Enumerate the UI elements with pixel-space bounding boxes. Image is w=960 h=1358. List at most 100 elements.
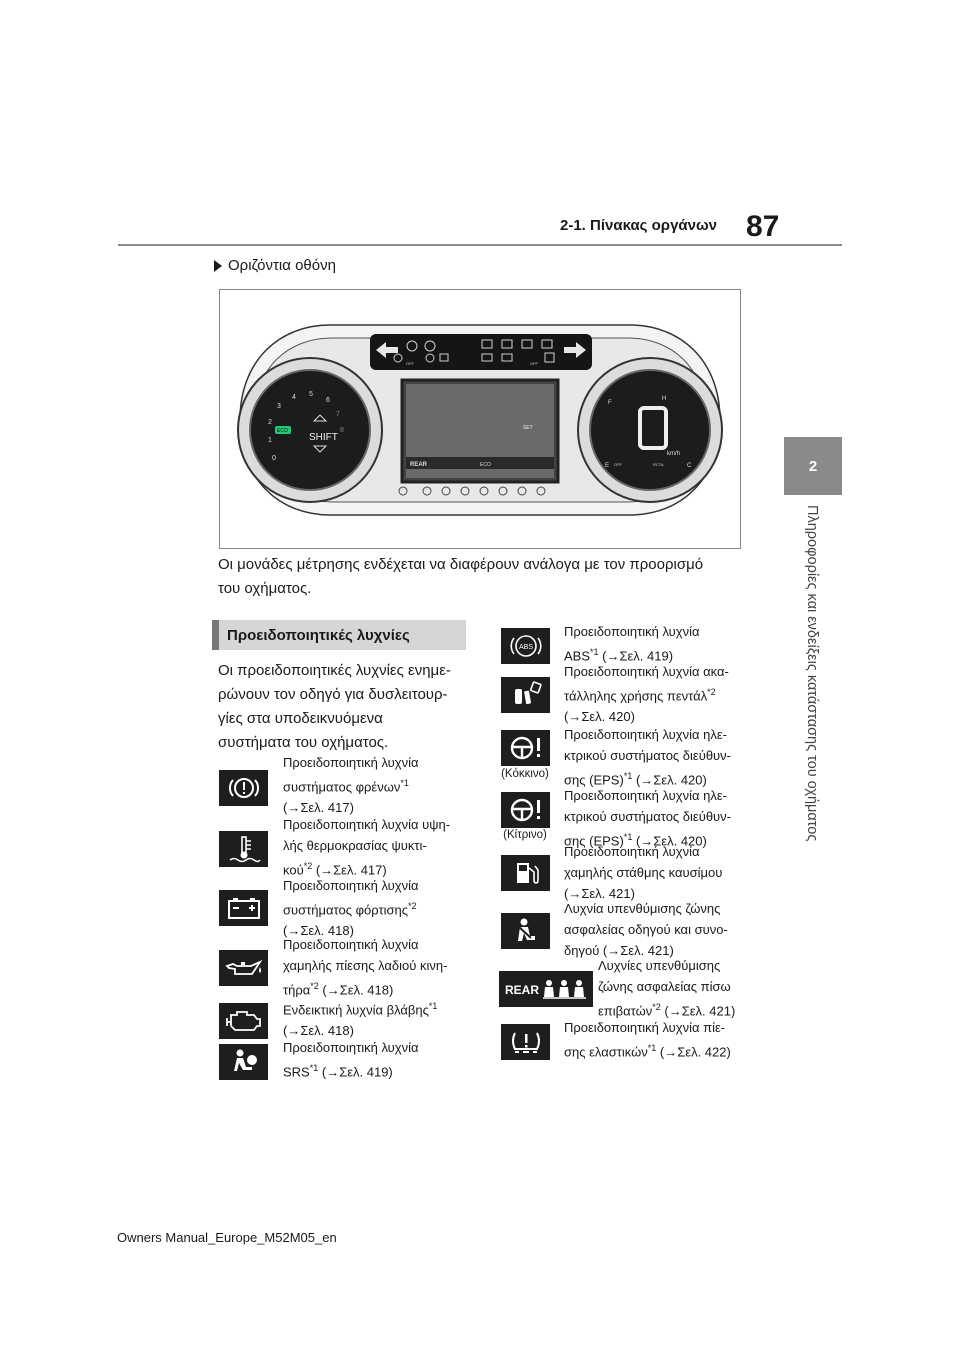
lamp-text-line: (→Σελ. 417) — [283, 800, 354, 816]
lamp-description: Προειδοποιητική λυχνία συστήματος φόρτισ… — [283, 875, 473, 941]
lamp-description: Προειδοποιητική λυχνία ακα- τάλληλης χρή… — [564, 661, 754, 727]
oil-pressure-icon — [219, 950, 268, 986]
temp-hot-text: H — [662, 396, 666, 402]
eps-red-color-label: (Κόκκινο) — [501, 768, 549, 780]
sub-heading-text: Οριζόντια οθόνη — [228, 257, 336, 274]
display-set-text: SET — [523, 425, 533, 431]
caption-line: του οχήματος. — [218, 580, 312, 597]
lamp-text-line: κτρικού συστήματος διεύθυν- — [564, 748, 731, 763]
eps-yellow-icon — [501, 792, 550, 828]
lamp-text-line: Προειδοποιητική λυχνία ακα- — [564, 664, 729, 679]
section-title: 2-1. Πίνακας οργάνων — [560, 217, 717, 234]
rear-seatbelt-rear-text: REAR — [505, 983, 539, 997]
instrument-cluster-illustration: OFF OFF 0 1 2 3 4 5 6 7 8 ECO SHIFT REAR… — [237, 324, 723, 516]
tire-pressure-icon — [501, 1024, 550, 1060]
intro-line: Οι προειδοποιητικές λυχνίες ενημε- — [218, 662, 451, 679]
intro-line: συστήματα του οχήματος. — [218, 734, 389, 751]
lamp-text-line: Προειδοποιητική λυχνία — [564, 624, 700, 639]
speed-unit-text: km/h — [667, 451, 680, 457]
srs-airbag-icon — [219, 1044, 268, 1080]
lamp-description: Ενδεικτική λυχνία βλάβης*1 (→Σελ. 418) — [283, 996, 473, 1041]
eco-indicator — [275, 426, 291, 434]
lamp-text-line: κτρικού συστήματος διεύθυν- — [564, 809, 731, 824]
display-eco-text: ECO — [480, 462, 491, 468]
speed-digit-frame — [638, 406, 668, 450]
lamp-text-line: Προειδοποιητική λυχνία — [283, 878, 419, 893]
footer-manual-id: Owners Manual_Europe_M52M05_en — [117, 1230, 337, 1245]
lamp-text-line: κού*2 (→Σελ. 417) — [283, 861, 387, 878]
lamp-text-line: Λυχνίες υπενθύμισης — [598, 958, 721, 973]
lamp-description: Προειδοποιητική λυχνία χαμηλής στάθμης κ… — [564, 841, 754, 904]
intro-line: γίες στα υποδεικνυόμενα — [218, 710, 383, 727]
lamp-description: Προειδοποιητική λυχνία ηλε- κτρικού συστ… — [564, 724, 754, 790]
lamp-text-line: Προειδοποιητική λυχνία πίε- — [564, 1020, 726, 1035]
tach-number: 0 — [272, 455, 276, 462]
fuel-empty-text: E — [605, 463, 609, 469]
lamp-text-line: Προειδοποιητική λυχνία ηλε- — [564, 727, 727, 742]
shift-label: SHIFT — [309, 432, 338, 443]
eps-yellow-color-label: (Κίτρινο) — [503, 829, 547, 841]
fuel-full-text: F — [608, 400, 612, 406]
lamp-description: Προειδοποιητική λυχνία ηλε- κτρικού συστ… — [564, 785, 754, 851]
lamp-text-line: (→Σελ. 418) — [283, 1023, 354, 1039]
coolant-temperature-icon — [219, 831, 268, 867]
battery-charging-icon — [219, 890, 268, 926]
check-engine-icon — [219, 1003, 268, 1039]
lamp-text-line: Λυχνία υπενθύμισης ζώνης — [564, 901, 721, 916]
temp-cold-text: C — [687, 463, 692, 469]
lamp-text-line: τήρα*2 (→Σελ. 418) — [283, 981, 394, 998]
lamp-text-line: (→Σελ. 420) — [564, 709, 635, 725]
chapter-tab[interactable]: 2 — [784, 437, 842, 495]
instrument-cluster-figure: OFF OFF 0 1 2 3 4 5 6 7 8 ECO SHIFT REAR… — [219, 289, 741, 549]
indicator-off-text: OFF — [406, 361, 415, 366]
intro-paragraph: Οι προειδοποιητικές λυχνίες ενημε- ρώνου… — [218, 659, 478, 755]
lamp-text-line: Προειδοποιητική λυχνία υψη- — [283, 817, 451, 832]
lamp-text-line: Προειδοποιητική λυχνία — [283, 1040, 419, 1055]
lamp-text-line: χαμηλής στάθμης καυσίμου — [564, 865, 723, 880]
lamp-text-line: σης ελαστικών*1 (→Σελ. 422) — [564, 1043, 731, 1060]
eco-gauge-text: ECO — [277, 428, 288, 434]
lamp-description: Προειδοποιητική λυχνία SRS*1 (→Σελ. 419) — [283, 1037, 473, 1082]
lamp-text-line: (→Σελ. 418) — [283, 923, 354, 939]
lamp-text-line: Προειδοποιητική λυχνία ηλε- — [564, 788, 727, 803]
right-turn-signal-icon — [564, 342, 586, 358]
intro-line: ρώνουν τον οδηγό για δυσλειτουρ- — [218, 686, 448, 703]
abs-icon: ABS — [501, 628, 550, 664]
driver-seatbelt-icon — [501, 913, 550, 949]
lamp-text-line: ζώνης ασφαλείας πίσω — [598, 979, 731, 994]
lamp-description: Προειδοποιητική λυχνία ABS*1 (→Σελ. 419) — [564, 621, 754, 666]
lamp-text-line: δηγού (→Σελ. 421) — [564, 943, 674, 958]
lamp-text-line: Προειδοποιητική λυχνία — [283, 755, 419, 770]
tach-number: 3 — [277, 403, 281, 410]
pedal-misapplication-icon — [501, 677, 550, 713]
svg-text:ABS: ABS — [518, 644, 532, 651]
lamp-description: Προειδοποιητική λυχνία πίε- σης ελαστικώ… — [564, 1017, 754, 1062]
low-fuel-icon — [501, 855, 550, 891]
page-number: 87 — [746, 210, 780, 243]
brake-system-icon — [219, 770, 268, 806]
lamp-text-line: σης (EPS)*1 (→Σελ. 420) — [564, 832, 707, 849]
rcta-text: RCTA — [653, 462, 664, 467]
lamp-text-line: ABS*1 (→Σελ. 419) — [564, 647, 674, 664]
lamp-text-line: λής θερμοκρασίας ψυκτι- — [283, 838, 427, 853]
sub-heading: Οριζόντια οθόνη — [214, 257, 336, 274]
tach-number: 2 — [268, 419, 272, 426]
tach-number: 8 — [340, 427, 344, 434]
tach-number: 6 — [326, 397, 330, 404]
lamp-description: Προειδοποιητική λυχνία συστήματος φρένων… — [283, 752, 473, 818]
lamp-text-line: χαμηλής πίεσης λαδιού κινη- — [283, 958, 448, 973]
warning-lights-heading: Προειδοποιητικές λυχνίες — [212, 620, 466, 650]
lamp-description: Λυχνίες υπενθύμισης ζώνης ασφαλείας πίσω… — [598, 955, 778, 1021]
tach-number: 1 — [268, 437, 272, 444]
lamp-text-line: Προειδοποιητική λυχνία — [283, 937, 419, 952]
left-turn-signal-icon — [376, 342, 398, 358]
lamp-text-line: επιβατών*2 (→Σελ. 421) — [598, 1002, 736, 1019]
lamp-text-line: (→Σελ. 421) — [564, 886, 635, 901]
lamp-text-line: SRS*1 (→Σελ. 419) — [283, 1063, 393, 1080]
chapter-side-title: Πληροφορίες και ενδείξεις κατάστασης του… — [782, 505, 842, 885]
lamp-text-line: συστήματος φόρτισης*2 — [283, 901, 417, 918]
lamp-text-line: συστήματος φρένων*1 — [283, 778, 409, 795]
lamp-text-line: σης (EPS)*1 (→Σελ. 420) — [564, 771, 707, 788]
tach-number: 5 — [309, 391, 313, 398]
lamp-text-line: Ενδεικτική λυχνία βλάβης*1 — [283, 1001, 438, 1018]
